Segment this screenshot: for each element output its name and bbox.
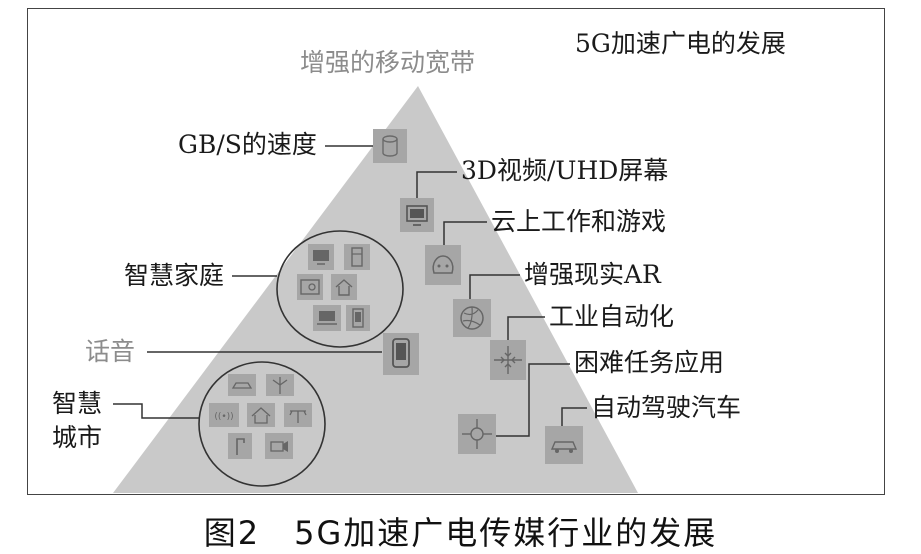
voice-label: 话音	[85, 337, 136, 366]
car-label: 自动驾驶汽车	[591, 393, 742, 422]
ar-label: 增强现实AR	[524, 260, 661, 289]
traffic-light-icon	[228, 433, 252, 459]
fridge-icon	[344, 244, 370, 270]
house-icon	[247, 403, 275, 427]
database-cylinder-icon	[373, 129, 407, 163]
car-leader	[561, 407, 587, 426]
washer-icon	[297, 274, 323, 300]
monitor-screen-icon	[400, 198, 434, 232]
figure-frame	[27, 8, 885, 495]
windmill-icon	[266, 374, 294, 396]
phone-icon	[346, 305, 370, 331]
house-icon	[331, 274, 357, 300]
signal-icon: ((•))	[209, 403, 239, 427]
mission-label: 困难任务应用	[574, 348, 725, 377]
arrows-converge-icon	[490, 340, 526, 380]
smart-home-label: 智慧家庭	[124, 261, 225, 290]
industry-label: 工业自动化	[549, 302, 675, 331]
cloud-label: 云上工作和游戏	[491, 207, 667, 236]
smart-home-circle	[276, 230, 404, 348]
smart-city-label-line1: 智慧	[52, 389, 103, 418]
corner-title: 5G加速广电的发展	[575, 29, 786, 58]
svg-text:((•)): ((•))	[214, 412, 233, 422]
crosshair-network-icon	[458, 414, 496, 454]
laptop-icon	[313, 305, 341, 331]
ar-leader	[469, 274, 520, 299]
game-controller-icon	[425, 245, 461, 285]
car-icon	[545, 426, 583, 464]
apex-label: 增强的移动宽带	[300, 48, 476, 77]
smartphone-icon	[383, 333, 419, 375]
globe-icon	[453, 299, 491, 337]
cloud-leader	[443, 221, 487, 245]
smart-city-label-line2: 城市	[52, 423, 103, 452]
mission-leader	[474, 363, 570, 437]
smart-city-circle	[198, 361, 326, 487]
car-icon	[228, 374, 256, 396]
industry-leader	[507, 316, 545, 340]
camera-icon	[265, 433, 293, 459]
smart-city-leader	[113, 403, 199, 419]
speed-label: GB/S的速度	[178, 130, 317, 159]
video-leader	[416, 171, 457, 198]
tv-icon	[308, 244, 334, 270]
figure-caption: 图2 5G加速广电传媒行业的发展	[203, 514, 718, 552]
video-label: 3D视频/UHD屏幕	[461, 156, 669, 185]
streetlight-icon	[284, 403, 312, 427]
